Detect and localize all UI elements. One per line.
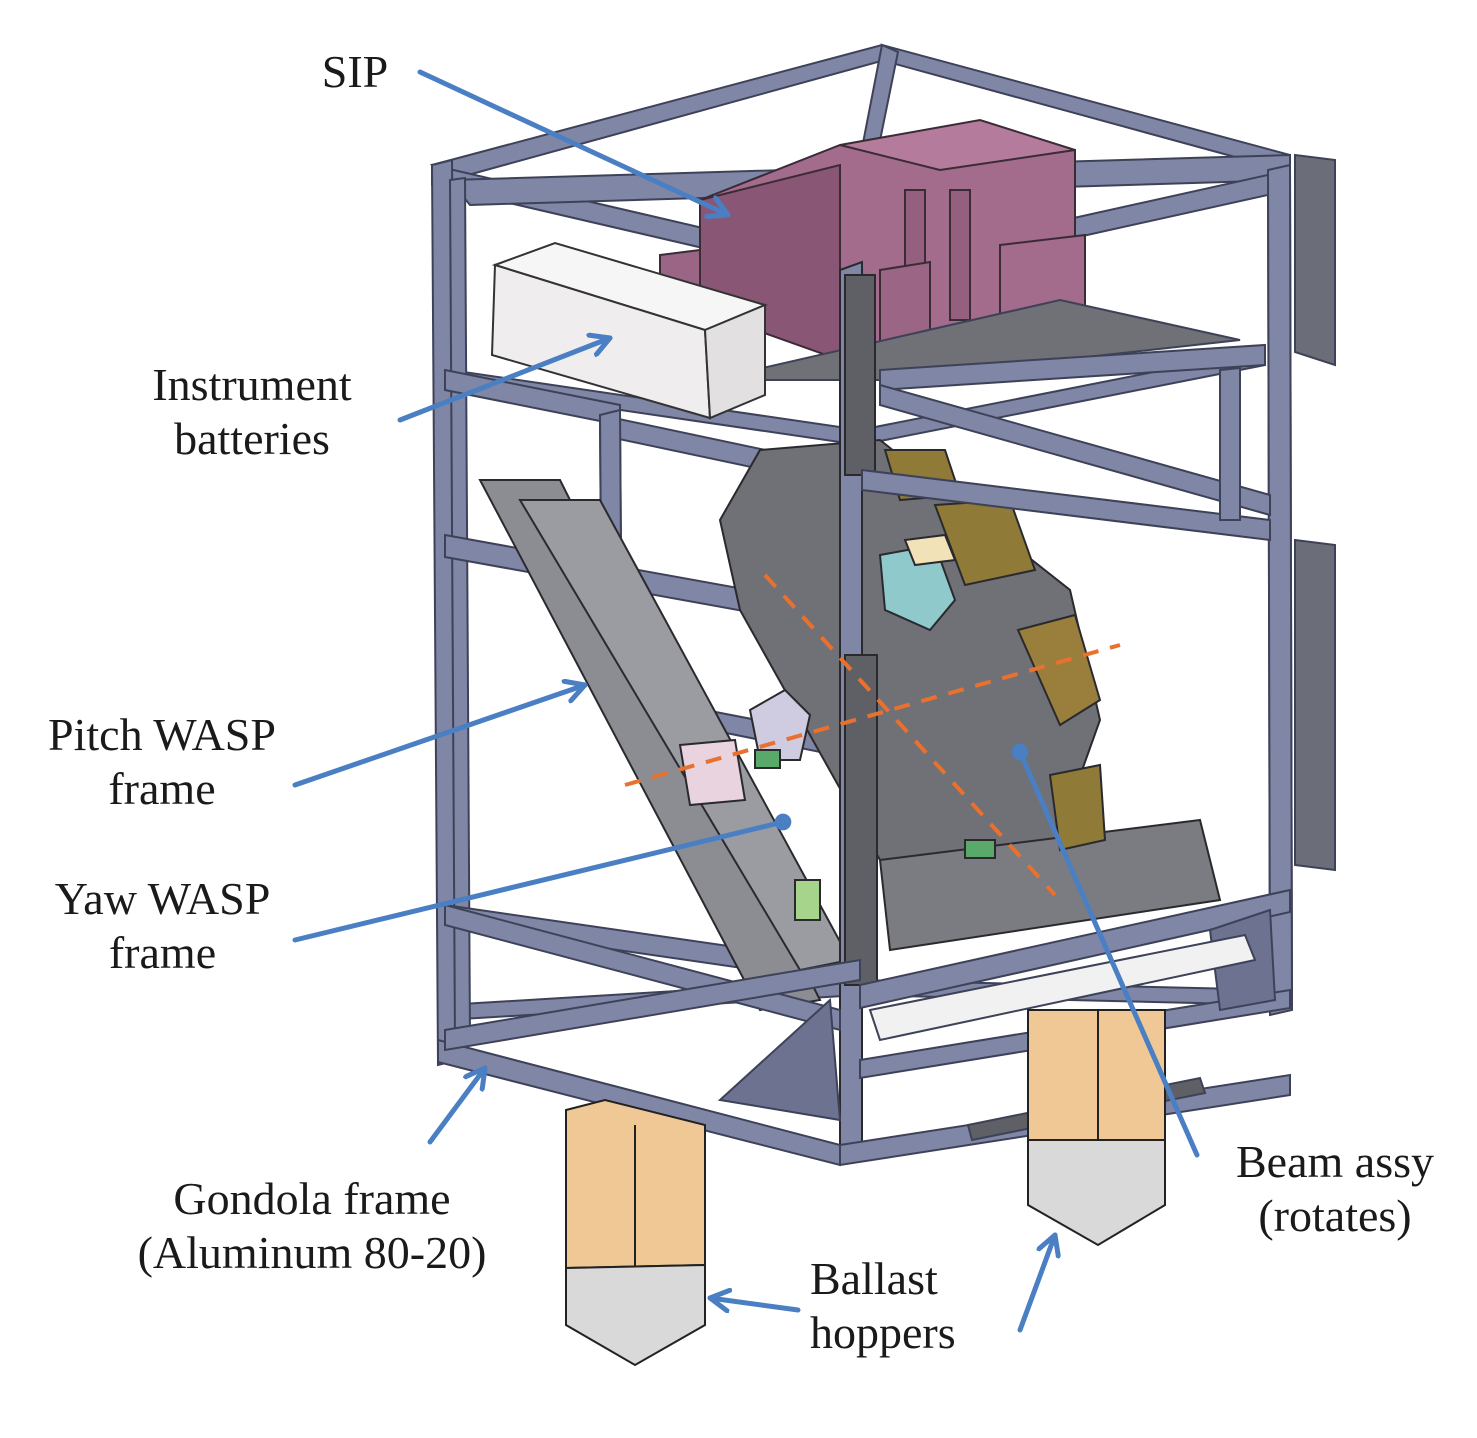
label-gondola-frame-line-1: Gondola frame xyxy=(173,1173,451,1224)
label-instrument-batteries-line-1: Instrument xyxy=(152,359,352,410)
batteries-callout-arrow xyxy=(397,338,613,423)
label-pitch-wasp-frame-line-2: frame xyxy=(108,763,216,814)
label-yaw-wasp-frame-line-1: Yaw WASP xyxy=(54,873,271,924)
label-yaw-wasp-frame: Yaw WASP frame xyxy=(15,872,310,980)
sip-callout-arrow xyxy=(417,69,731,215)
yaw-axis xyxy=(763,573,1057,897)
label-pitch-wasp-frame-line-1: Pitch WASP xyxy=(48,709,276,760)
label-gondola-frame: Gondola frame (Aluminum 80-20) xyxy=(92,1172,532,1280)
pitch-axis xyxy=(624,643,1121,787)
gondola-frame-right xyxy=(861,153,1336,1017)
label-instrument-batteries-line-2: batteries xyxy=(174,413,330,464)
label-ballast-hoppers-line-1: Ballast xyxy=(810,1253,938,1304)
rotation-axes xyxy=(624,573,1121,897)
label-instrument-batteries: Instrument batteries xyxy=(122,358,382,466)
yaw-callout-arrow xyxy=(292,813,792,943)
label-gondola-frame-line-2: (Aluminum 80-20) xyxy=(137,1227,487,1278)
pitch-callout-arrow xyxy=(292,685,588,788)
label-beam-assy-line-2: (rotates) xyxy=(1258,1190,1412,1241)
label-ballast-hoppers: Ballast hoppers xyxy=(810,1252,1000,1360)
hopper-right-callout-arrow xyxy=(1017,1232,1055,1333)
gondola-frame-center-post xyxy=(839,260,878,1164)
beam-callout-arrow xyxy=(1011,743,1200,1158)
label-pitch-wasp-frame: Pitch WASP frame xyxy=(12,708,312,816)
label-beam-assy: Beam assy (rotates) xyxy=(1205,1135,1465,1243)
gondola-frame-callout-arrow xyxy=(427,1065,488,1145)
label-ballast-hoppers-line-2: hoppers xyxy=(810,1307,956,1358)
label-sip-line-1: SIP xyxy=(321,46,389,97)
label-yaw-wasp-frame-line-2: frame xyxy=(108,927,217,978)
callout-arrows xyxy=(292,69,1200,1333)
hopper-left-callout-arrow xyxy=(707,1298,801,1310)
label-beam-assy-line-1: Beam assy xyxy=(1235,1136,1434,1187)
beam-assembly xyxy=(478,438,1222,1012)
ballast-hopper-left xyxy=(565,1098,706,1367)
ballast-hopper-right xyxy=(1027,1009,1166,1247)
label-sip: SIP xyxy=(300,45,410,99)
